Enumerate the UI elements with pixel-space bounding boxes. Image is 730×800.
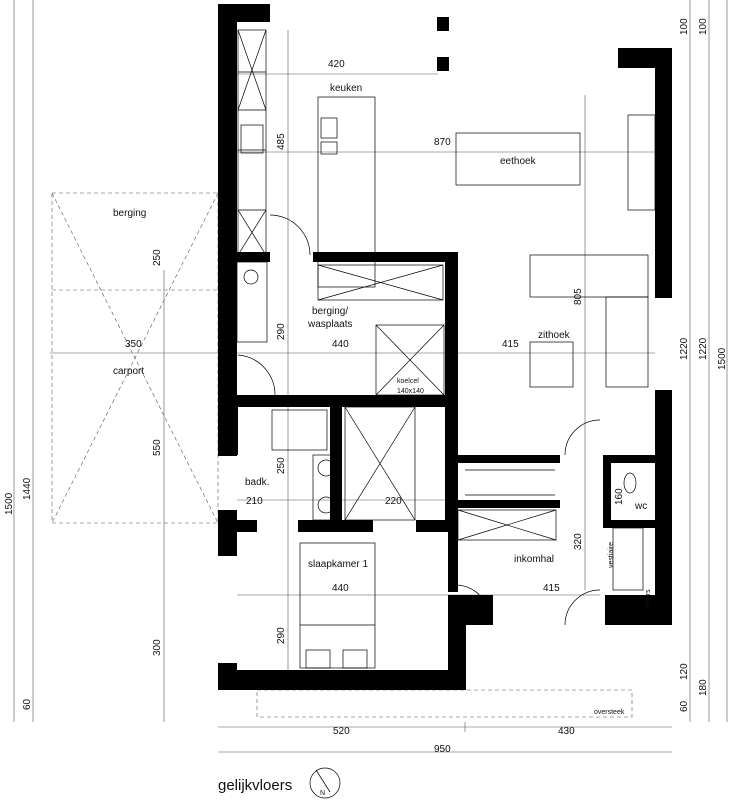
room-labels: keuken eethoek berging carport berging/ …	[113, 83, 652, 716]
stairs-icon	[465, 469, 555, 496]
shower-icon	[271, 409, 328, 451]
dim-350: 350	[125, 339, 142, 350]
room-keuken: keuken	[330, 83, 362, 94]
room-zithoek: zithoek	[538, 330, 571, 341]
dim-440-berging: 440	[332, 339, 349, 350]
dimension-lines	[13, 0, 728, 753]
dim-right-1220a: 1220	[679, 337, 690, 360]
toilet-icon	[623, 472, 637, 494]
compass-north-icon: N	[309, 767, 341, 799]
dim-left-60: 60	[22, 698, 33, 710]
room-berging: berging	[113, 208, 146, 219]
vestiaire-label: vestiaire	[608, 542, 615, 568]
dim-870: 870	[434, 137, 451, 148]
dim-250-berging: 250	[152, 249, 163, 266]
room-koelcel: koelcel	[397, 378, 419, 385]
dim-left-1440: 1440	[22, 477, 33, 500]
dim-right-1500: 1500	[717, 347, 728, 370]
room-badk: badk.	[245, 477, 269, 488]
washing-machine-icon	[243, 269, 259, 285]
room-berging-wasplaats-line2: wasplaats	[307, 319, 352, 330]
dim-420: 420	[328, 59, 345, 70]
sink-icon	[320, 117, 338, 139]
dim-right-100a: 100	[679, 18, 690, 35]
dim-right-120: 120	[679, 663, 690, 680]
dim-805: 805	[573, 288, 584, 305]
dim-160: 160	[614, 488, 625, 505]
dim-320: 320	[573, 533, 584, 550]
dim-300: 300	[152, 639, 163, 656]
dim-right-60: 60	[679, 700, 690, 712]
dim-220: 220	[385, 496, 402, 507]
dim-415-inkomhal: 415	[543, 583, 560, 594]
dim-415-zithoek: 415	[502, 339, 519, 350]
tellers-label: tellers	[645, 589, 652, 608]
plan-title: gelijkvloers	[218, 777, 292, 794]
dim-250-badk: 250	[276, 457, 287, 474]
oversteek-label: oversteek	[594, 709, 625, 716]
furniture	[236, 29, 656, 669]
koelcel-size: 140x140	[397, 388, 424, 395]
dim-520: 520	[333, 726, 350, 737]
dim-290-slaapkamer: 290	[276, 627, 287, 644]
dim-290-berging: 290	[276, 323, 287, 340]
room-slaapkamer: slaapkamer 1	[308, 559, 368, 570]
walls	[218, 4, 672, 690]
dim-right-1220b: 1220	[698, 337, 709, 360]
room-eethoek: eethoek	[500, 156, 537, 167]
dim-440-slaapkamer: 440	[332, 583, 349, 594]
room-carport: carport	[113, 366, 144, 377]
dim-485: 485	[276, 133, 287, 150]
room-berging-wasplaats: berging/	[312, 306, 348, 317]
dim-430: 430	[558, 726, 575, 737]
room-wc: wc	[634, 501, 647, 512]
cooktop-icon	[240, 124, 264, 154]
room-inkomhal: inkomhal	[514, 554, 554, 565]
dim-right-180: 180	[698, 679, 709, 696]
dim-right-100b: 100	[698, 18, 709, 35]
dim-950: 950	[434, 744, 451, 755]
dim-550: 550	[152, 439, 163, 456]
dim-210: 210	[246, 496, 263, 507]
dimension-labels: 420 870 485 805 250 350 290 440 415 550 …	[4, 18, 728, 755]
svg-text:N: N	[320, 790, 325, 797]
dim-left-1500: 1500	[4, 492, 15, 515]
